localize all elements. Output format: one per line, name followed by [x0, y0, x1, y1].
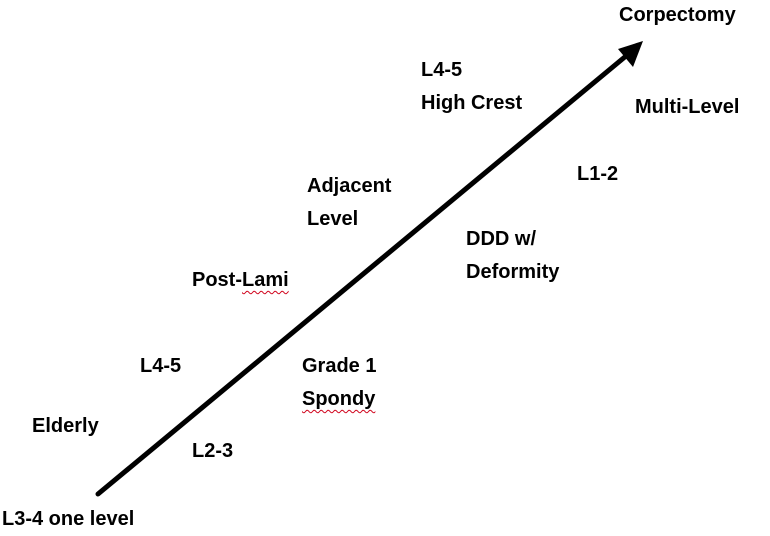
label-l3-4-one-level: L3-4 one level: [2, 508, 135, 530]
label-l4-5-high-crest: L4-5 High Crest: [421, 59, 523, 114]
label-post-lami: Post-Lami: [192, 264, 289, 297]
label-grade1-spondy: Grade 1 Spondy: [302, 350, 376, 416]
label-elderly: Elderly: [32, 415, 99, 437]
arrow-shaft: [95, 53, 629, 497]
arrow-head-icon: [618, 41, 643, 67]
label-corpectomy: Corpectomy: [619, 4, 736, 26]
post-lami-misspelled: Lami: [242, 269, 289, 291]
spondy-misspelled: Spondy: [302, 388, 376, 410]
label-l2-3: L2-3: [192, 440, 234, 462]
post-lami-prefix: Post-: [192, 269, 242, 291]
label-multi-level: Multi-Level: [635, 96, 740, 118]
label-adjacent-level: Adjacent Level: [307, 175, 392, 230]
label-l1-2: L1-2: [577, 163, 619, 185]
label-ddd-deformity: DDD w/ Deformity: [466, 228, 560, 283]
label-l4-5: L4-5: [140, 355, 182, 377]
